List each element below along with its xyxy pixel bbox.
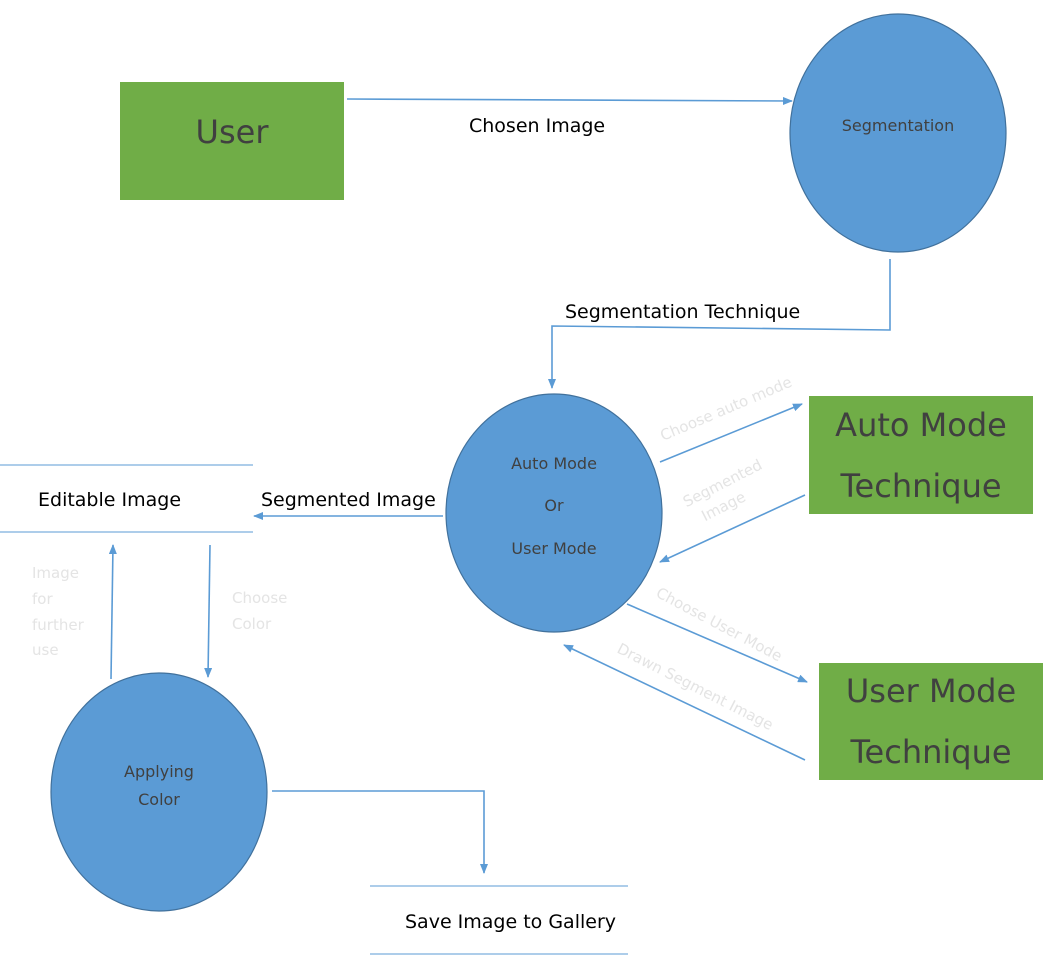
flow-label-image-further-use-line1: Image (32, 564, 79, 582)
entity-auto-mode-line2: Technique (839, 467, 1001, 505)
flow-label-drawn-segment-image: Drawn Segment Image (614, 640, 776, 734)
flow-label-image-further-use-line3: further (32, 616, 85, 634)
entity-auto-mode-line1: Auto Mode (835, 406, 1007, 444)
flow-label-segmented-image: Segmented Image (261, 489, 436, 511)
process-segmentation-label: Segmentation (842, 116, 954, 135)
flow-arrow-choose-auto-mode (659, 403, 803, 463)
flow-label-image-further-use: Image for further use (32, 564, 85, 659)
entity-auto-mode-technique: Auto Mode Technique (809, 396, 1033, 514)
flow-label-choose-auto-mode: Choose auto mode (658, 373, 795, 445)
process-applying-color-line1: Applying (124, 762, 194, 781)
process-mode-select-line3: User Mode (511, 539, 596, 558)
process-segmentation: Segmentation (789, 13, 1007, 253)
entity-user-mode-technique: User Mode Technique (819, 663, 1043, 780)
flow-label-segmentation-technique: Segmentation Technique (565, 301, 800, 323)
process-mode-select: Auto Mode Or User Mode (445, 393, 663, 633)
flow-label-image-further-use-line4: use (32, 641, 59, 659)
flow-label-choose-color-line1: Choose (232, 589, 287, 607)
store-editable-image: Editable Image (0, 464, 253, 533)
flow-arrow-choose-color (204, 544, 213, 678)
flow-arrow-choose-user-mode (626, 603, 808, 683)
flow-arrow-save-to-gallery (272, 790, 488, 874)
flow-arrow-drawn-segment-image (563, 644, 806, 761)
process-applying-color: Applying Color (50, 672, 268, 912)
process-applying-color-line2: Color (138, 790, 180, 809)
entity-user: User (120, 82, 344, 200)
entity-user-label: User (196, 113, 270, 151)
flow-arrow-chosen-image (346, 96, 793, 105)
entity-user-mode-line2: Technique (849, 733, 1011, 771)
entity-user-mode-line1: User Mode (846, 672, 1016, 710)
flow-label-chosen-image: Chosen Image (469, 115, 605, 137)
store-gallery: Save Image to Gallery (370, 885, 628, 955)
store-editable-image-label: Editable Image (38, 489, 181, 511)
flow-label-choose-color: Choose Color (232, 589, 287, 633)
process-mode-select-line1: Auto Mode (511, 454, 597, 473)
flow-label-choose-color-line2: Color (232, 615, 272, 633)
store-gallery-label: Save Image to Gallery (405, 911, 616, 933)
flow-arrow-segmented-image-return (659, 494, 806, 563)
flow-arrow-image-further-use (108, 544, 117, 680)
flow-label-segmented-image-return: Segmented Image (680, 456, 765, 525)
flow-arrow-segmentation-technique (548, 259, 891, 389)
process-mode-select-line2: Or (544, 496, 564, 515)
flow-label-image-further-use-line2: for (32, 590, 53, 608)
